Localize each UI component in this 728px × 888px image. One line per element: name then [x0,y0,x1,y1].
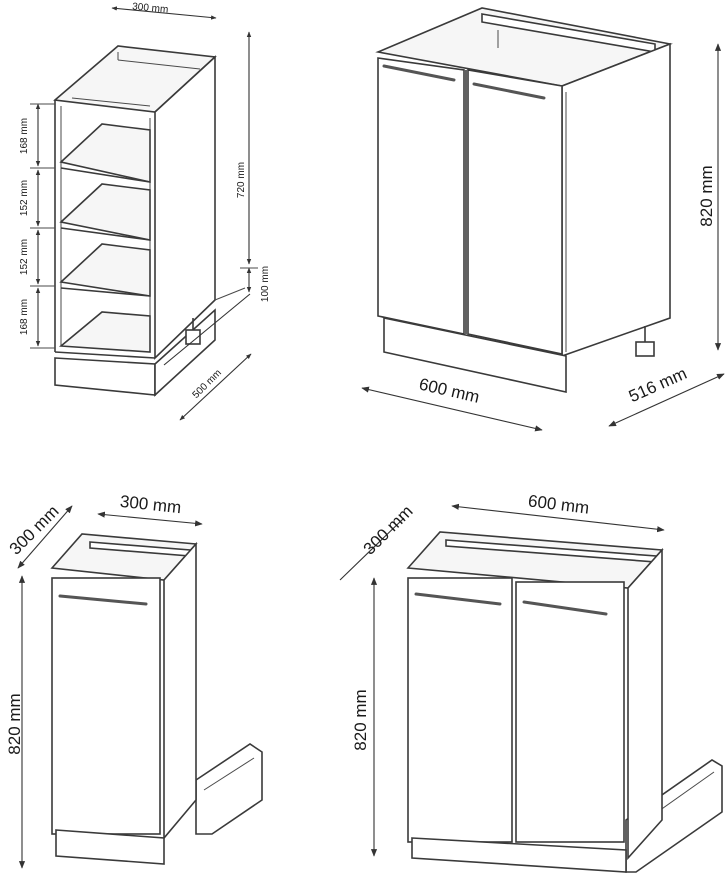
double-door-cabinet [375,7,673,393]
shelf-dim-lines [30,6,258,421]
double-dim-lines [361,43,725,432]
shelf-gap-4-label: 168 mm [19,299,30,335]
shelf-plinth-label: 100 mm [260,266,271,302]
large-height-label: 820 mm [351,689,370,750]
double-height-label: 820 mm [697,165,716,226]
shelf-gap-2-label: 152 mm [19,180,30,216]
single-door-cabinet [50,533,263,865]
large-width-label: 600 mm [527,491,590,517]
open-shelf-cabinet [53,45,217,397]
shelf-width-label: 300 mm [132,1,169,15]
shelf-height-label: 720 mm [236,162,247,198]
small-height-label: 820 mm [5,693,24,754]
shelf-gap-1-label: 168 mm [19,118,30,154]
shelf-gap-3-label: 152 mm [19,239,30,275]
large-dim-lines [339,503,665,857]
double-width-label: 600 mm [417,374,481,406]
wide-double-cabinet [406,531,723,873]
small-dim-lines [17,505,203,869]
large-depth-label: 300 mm [360,502,417,559]
double-depth-label: 516 mm [626,364,690,406]
small-width-label: 300 mm [119,492,182,517]
